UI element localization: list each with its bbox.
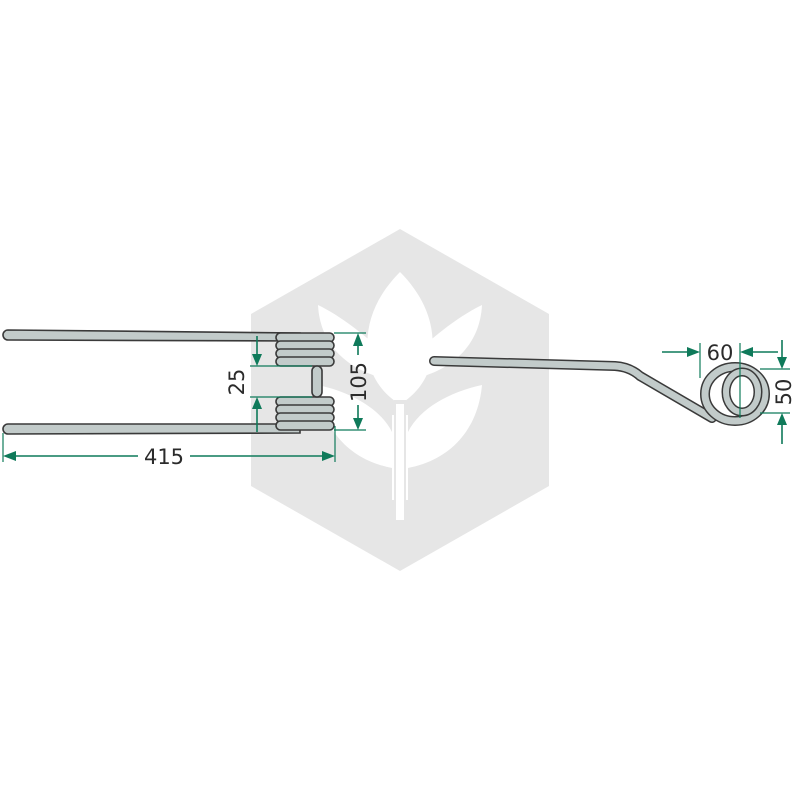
upper-coil [275, 332, 335, 367]
dimension-length-label: 415 [144, 445, 184, 469]
side-coil [700, 362, 770, 426]
upper-tine [2, 329, 301, 342]
dimension-coil-width-label: 60 [707, 341, 734, 365]
dimension-overall-height-label: 105 [347, 362, 371, 402]
dimension-coil-width: 60 [662, 341, 778, 418]
dimension-coil-height-label: 50 [772, 379, 796, 406]
lower-tine [2, 423, 301, 435]
lower-coil [275, 396, 335, 431]
dimension-length: 415 [2, 426, 336, 469]
dimension-overall-height: 105 [334, 332, 371, 431]
side-view: 60 50 [429, 340, 796, 444]
front-view: 415 25 105 [2, 329, 371, 469]
dimension-coil-gap: 25 [225, 336, 312, 432]
dimension-coil-height: 50 [760, 340, 796, 444]
dimension-coil-gap-label: 25 [225, 369, 249, 396]
coil-bridge [311, 365, 323, 398]
side-tine-wire [429, 356, 717, 423]
watermark-logo-icon [251, 229, 549, 571]
